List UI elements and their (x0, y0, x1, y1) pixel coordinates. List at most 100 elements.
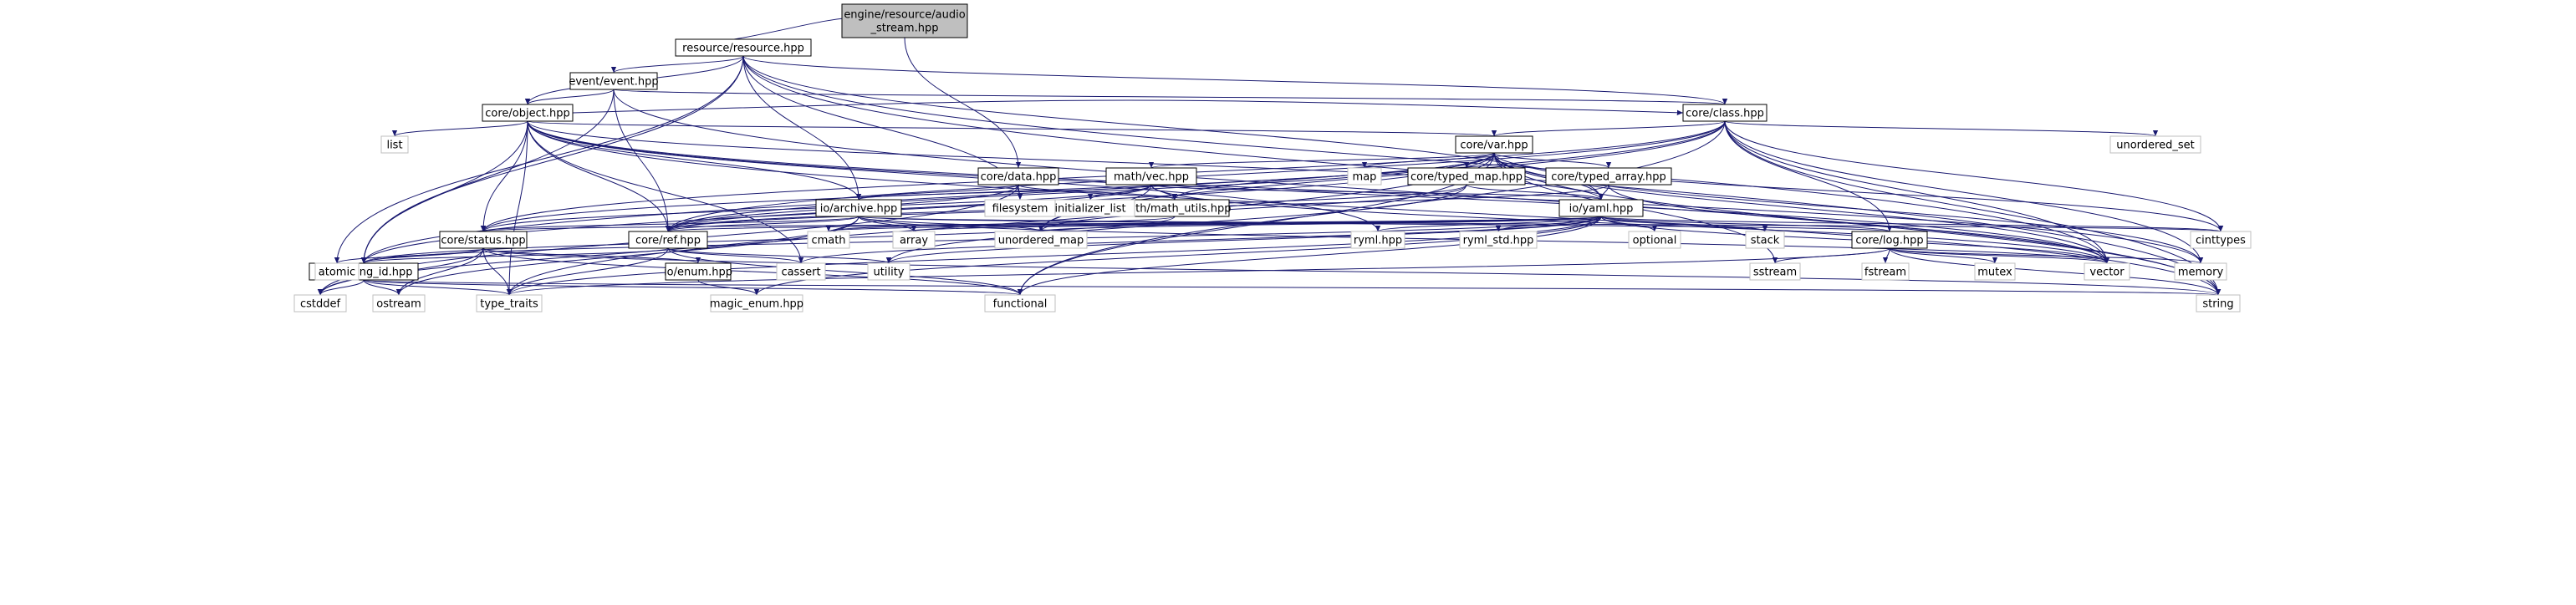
edge-object-to-vector (527, 120, 2110, 264)
node-label-type_traits: type_traits (480, 298, 538, 311)
node-object[interactable]: core/object.hpp (482, 104, 574, 122)
node-mathutils[interactable]: math/math_utils.hpp (1118, 199, 1232, 217)
edge-typedmap-to-unordered_map (1038, 184, 1467, 232)
edge-class-to-var (1492, 120, 1726, 137)
node-class[interactable]: core/class.hpp (1682, 104, 1767, 122)
node-box-root (841, 3, 968, 38)
node-utility: utility (867, 262, 911, 281)
node-box-type_traits (476, 294, 543, 313)
node-unordered_map: unordered_map (994, 231, 1088, 249)
node-box-map (1347, 167, 1382, 186)
edge-object-to-var (527, 120, 1497, 137)
edge-root-to-data (904, 37, 1022, 169)
edge-resource-to-archive (742, 55, 862, 201)
node-label-ostream: ostream (376, 298, 421, 311)
node-box-rymlstd (1459, 231, 1538, 249)
edge-log-to-fstream (1882, 247, 1890, 264)
node-var[interactable]: core/var.hpp (1455, 135, 1533, 154)
node-typedmap[interactable]: core/typed_map.hpp (1407, 167, 1526, 186)
node-status[interactable]: core/status.hpp (439, 231, 528, 249)
node-box-typedmap (1407, 167, 1526, 186)
edge-archive-to-ref (665, 216, 860, 232)
node-mathvec[interactable]: math/vec.hpp (1105, 167, 1197, 186)
edge-object-to-type_traits (506, 120, 528, 296)
edge-class-to-log (1724, 120, 1893, 232)
node-box-utility (867, 262, 911, 281)
node-list: list (380, 135, 409, 154)
node-box-enum (665, 262, 732, 281)
edge-mathvec-to-ref (665, 184, 1152, 232)
node-initializer_list: initializer_list (1045, 199, 1135, 217)
node-archive[interactable]: io/archive.hpp (815, 199, 902, 217)
node-cmath: cmath (807, 231, 850, 249)
node-label-list: list (386, 140, 402, 152)
node-root[interactable]: engine/resource/audio_stream.hpp (841, 3, 968, 38)
node-label-event: event/event.hpp (569, 76, 658, 89)
edge-archive-to-array (858, 216, 917, 232)
edge-var-to-cinttypes (1493, 152, 2224, 232)
edge-status-to-atomic (334, 247, 484, 264)
node-box-unordered_set (2109, 135, 2201, 154)
node-enum[interactable]: io/enum.hpp (664, 262, 732, 281)
node-label-enum: io/enum.hpp (664, 267, 732, 279)
node-label-map: map (1353, 171, 1377, 184)
edge-stringid-to-cstddef (317, 279, 365, 296)
edge-class-to-memory (1724, 120, 2204, 264)
node-label-var: core/var.hpp (1460, 140, 1528, 152)
edge-data-to-mathutils (1018, 184, 1178, 201)
edge-enum-to-magic_enum (697, 279, 760, 296)
edge-stringid-to-string (363, 279, 2220, 296)
node-label-cinttypes: cinttypes (2196, 235, 2246, 247)
node-label-data: core/data.hpp (981, 171, 1057, 184)
edge-object-to-rymlhpp (527, 120, 1381, 232)
node-label-filesystem: filesystem (992, 203, 1048, 216)
edge-object-to-stringid (360, 120, 528, 264)
node-label-unordered_set: unordered_set (2116, 140, 2194, 152)
node-label-rymlhpp: ryml.hpp (1354, 235, 1402, 247)
node-yaml[interactable]: io/yaml.hpp (1558, 199, 1644, 217)
edge-ref-to-cassert (667, 247, 804, 264)
node-resource[interactable]: resource/resource.hpp (675, 38, 812, 57)
node-log[interactable]: core/log.hpp (1851, 231, 1928, 249)
edge-class-to-unordered_set (1724, 120, 2158, 137)
node-label-mutex: mutex (1977, 267, 2012, 279)
node-box-vector (2084, 262, 2130, 281)
edge-status-to-string (482, 247, 2221, 296)
node-label-sstream: sstream (1753, 267, 1797, 279)
node-box-ref (628, 231, 708, 249)
node-box-var (1455, 135, 1533, 154)
node-typedarray[interactable]: core/typed_array.hpp (1545, 167, 1672, 186)
edge-resource-to-class (742, 55, 1727, 105)
node-box-atomic (314, 262, 360, 281)
edge-event-to-object (524, 89, 615, 105)
edge-yaml-to-stack (1600, 216, 1768, 232)
node-ref[interactable]: core/ref.hpp (628, 231, 708, 249)
edge-archive-to-unordered_map (858, 216, 1044, 232)
edge-object-to-list (391, 120, 528, 137)
node-label-mathvec: math/vec.hpp (1114, 171, 1189, 184)
edge-ref-to-type_traits (506, 247, 669, 296)
node-box-cstddef (293, 294, 347, 313)
edge-var-to-map (1361, 152, 1495, 169)
node-label-class: core/class.hpp (1686, 108, 1764, 120)
node-box-resource (675, 38, 812, 57)
edge-object-to-ref (527, 120, 671, 232)
node-data[interactable]: core/data.hpp (977, 167, 1059, 186)
edge-typedmap-to-yaml (1466, 184, 1604, 201)
node-label-memory: memory (2178, 267, 2224, 279)
node-box-mathvec (1105, 167, 1197, 186)
edge-class-to-cinttypes (1724, 120, 2224, 232)
node-label-ref: core/ref.hpp (635, 235, 701, 247)
node-unordered_set: unordered_set (2109, 135, 2201, 154)
node-cassert: cassert (776, 262, 826, 281)
node-cstddef: cstddef (293, 294, 347, 313)
node-box-yaml (1558, 199, 1644, 217)
node-atomic: atomic (314, 262, 360, 281)
node-box-status (439, 231, 528, 249)
edge-mathvec-to-yaml (1150, 184, 1604, 201)
edge-var-to-typedarray (1493, 152, 1612, 169)
node-event[interactable]: event/event.hpp (569, 72, 659, 90)
edge-yaml-to-cinttypes (1600, 216, 2223, 232)
node-label-stack: stack (1751, 235, 1780, 247)
